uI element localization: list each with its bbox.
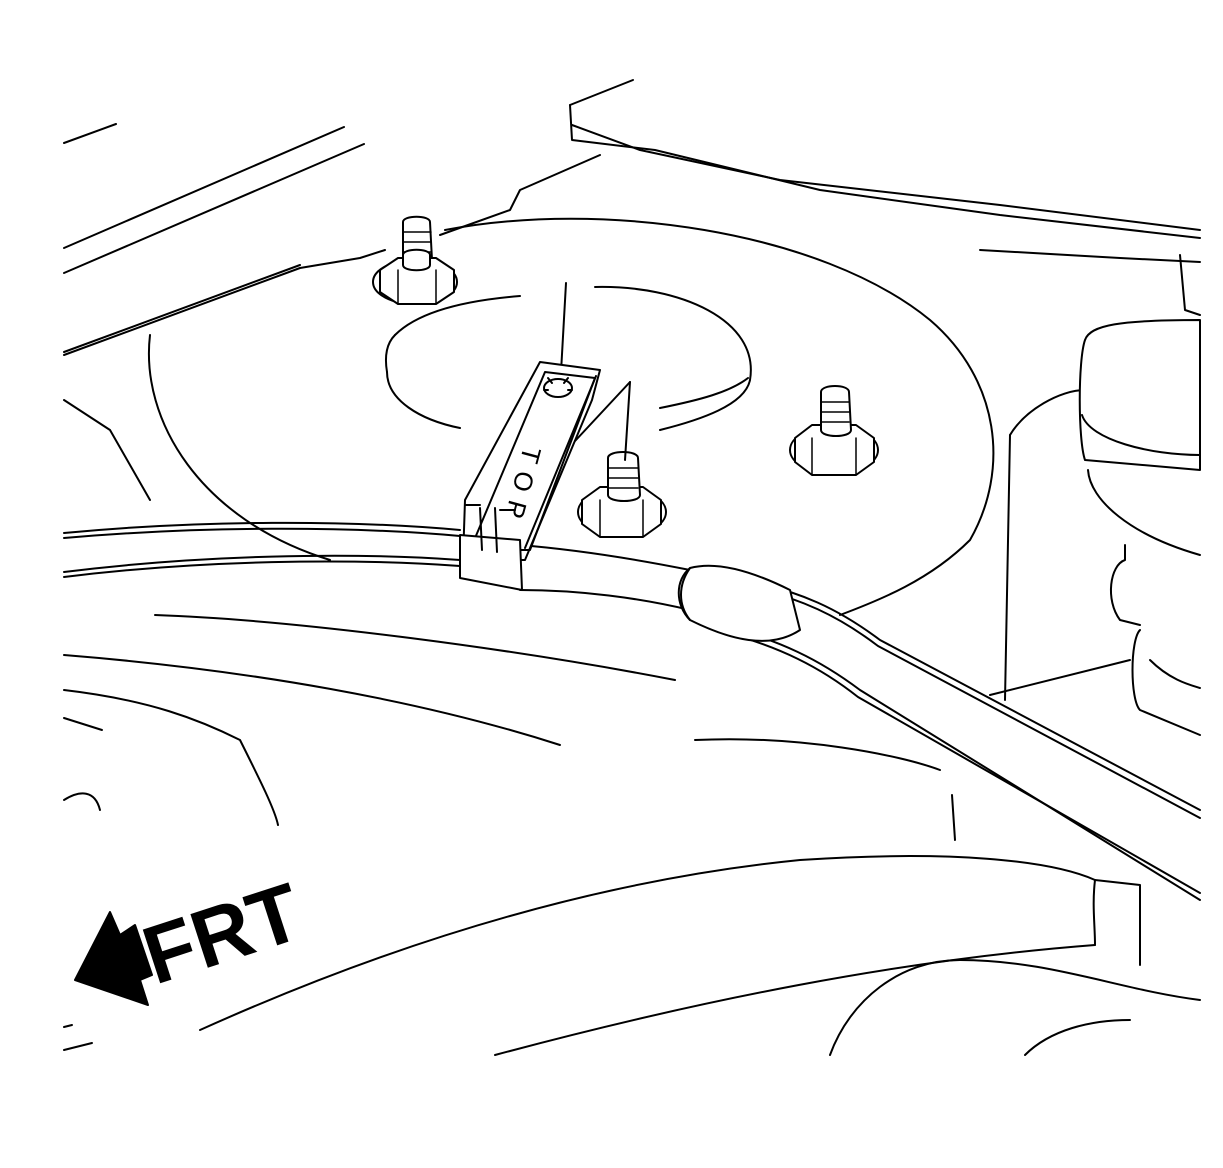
lower-body-lines: [63, 614, 1201, 1056]
body-panel-lines: [63, 79, 1201, 501]
strut-mount-tower: [148, 217, 1131, 701]
harness-tag: TOP: [462, 361, 601, 561]
upper-left-stud: [372, 215, 458, 305]
tag-symbol-icon: [543, 377, 573, 398]
center-stud: [577, 451, 667, 538]
front-direction-indicator: FRT: [74, 866, 312, 1006]
wiring-harness: [63, 521, 1201, 901]
front-direction-arrow-icon: [74, 911, 153, 1006]
upper-right-stud: [789, 385, 879, 476]
frt-label: FRT: [132, 866, 312, 1002]
fluid-reservoir: [1078, 254, 1201, 736]
conduit-sleeve: [677, 564, 801, 642]
harness-clip: [459, 504, 523, 591]
